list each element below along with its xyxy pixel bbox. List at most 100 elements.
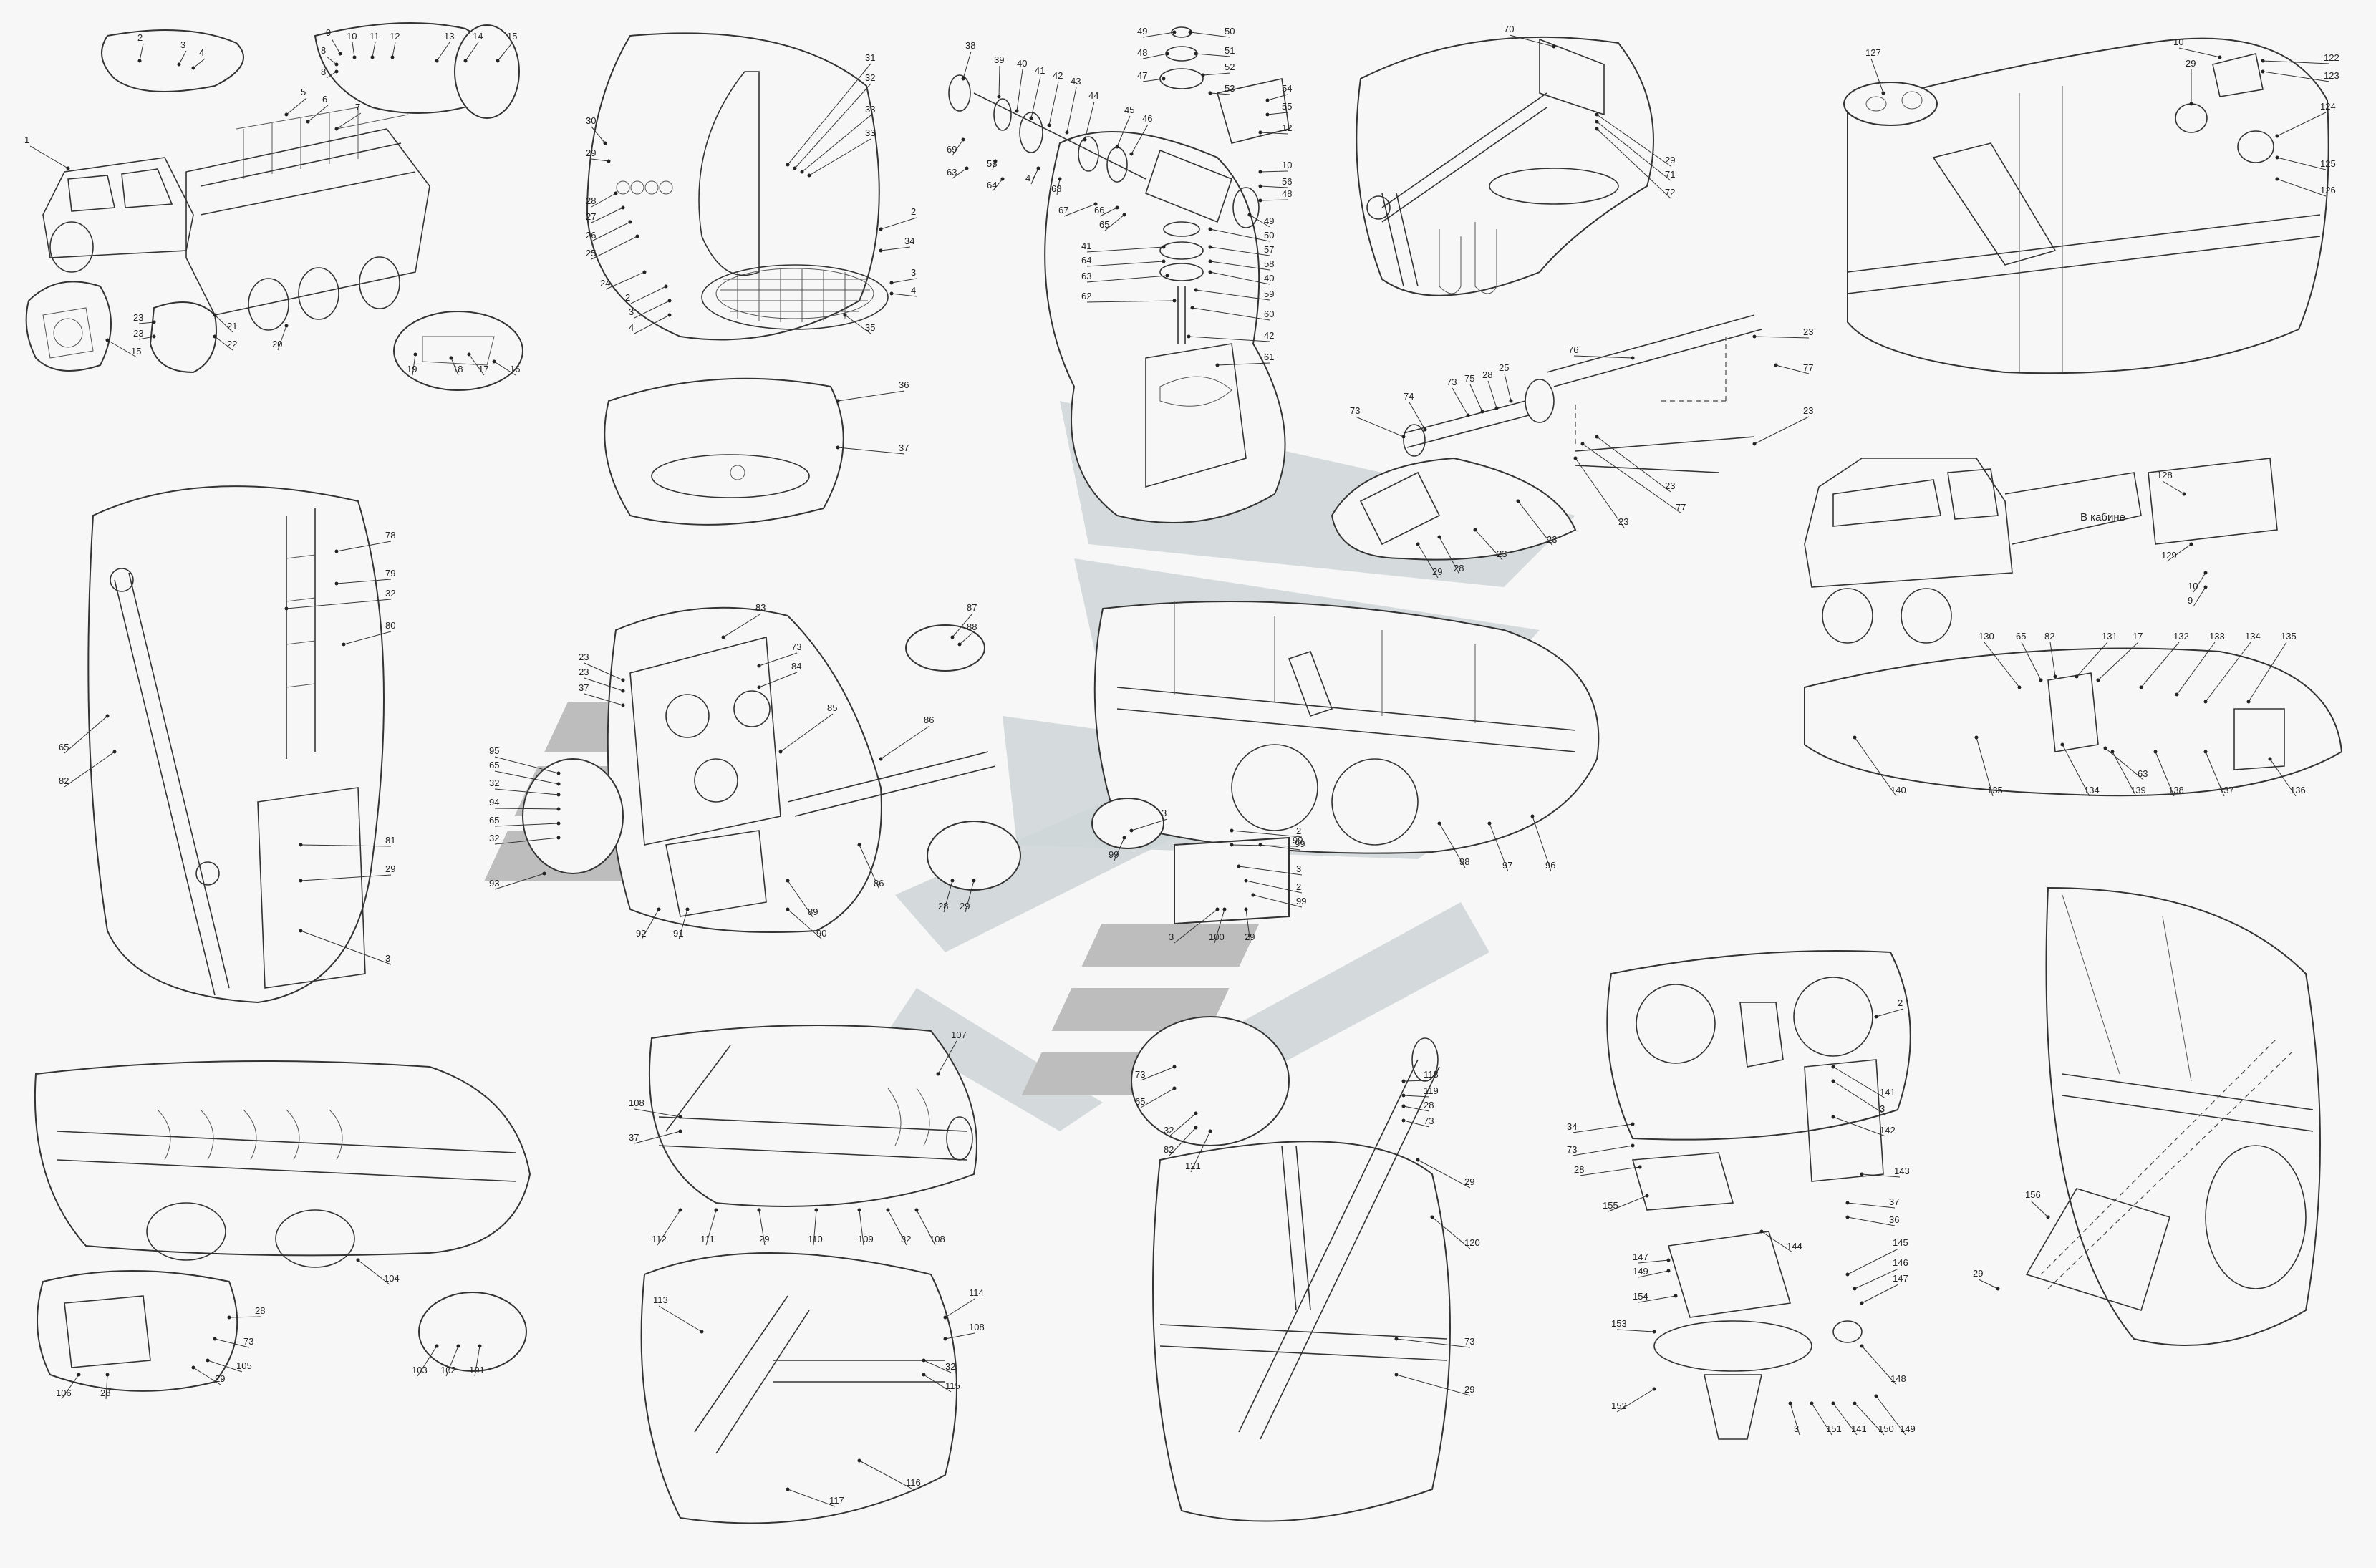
leader-line xyxy=(959,632,973,645)
leader-dot xyxy=(1874,1015,1878,1019)
callout-number: 32 xyxy=(489,778,499,788)
callout-number: 108 xyxy=(629,1098,644,1108)
leader-line xyxy=(29,145,69,169)
leader-line xyxy=(494,837,559,845)
leader-line xyxy=(1214,909,1225,944)
callout-number: 31 xyxy=(865,52,875,63)
leader-dot xyxy=(1645,1194,1649,1198)
leader-dot xyxy=(1595,127,1599,131)
callout-number: 57 xyxy=(1264,244,1274,255)
callout-number: 20 xyxy=(272,339,282,349)
callout-number: 73 xyxy=(243,1336,253,1347)
leader-line xyxy=(2262,60,2330,64)
callout-number: 107 xyxy=(951,1030,967,1040)
leader-dot xyxy=(2103,746,2107,750)
leader-line xyxy=(880,246,911,251)
callout-number: 65 xyxy=(59,742,69,752)
callout-number: 29 xyxy=(586,147,596,158)
leader-line xyxy=(657,1209,681,1246)
leader-dot xyxy=(628,220,632,224)
leader-dot xyxy=(1258,130,1262,135)
leader-dot xyxy=(1494,406,1499,410)
leader-line xyxy=(813,1209,817,1246)
leader-line xyxy=(1267,94,1288,101)
leader-line xyxy=(1192,307,1270,321)
callout-number: 36 xyxy=(899,379,909,390)
callout-number: 29 xyxy=(1245,931,1255,942)
leader-dot xyxy=(1237,864,1241,868)
callout-number: 137 xyxy=(2218,785,2234,795)
callout-number: 58 xyxy=(987,158,997,169)
callout-number: 39 xyxy=(994,54,1004,65)
callout-number: 129 xyxy=(2161,550,2177,561)
leader-dot xyxy=(284,324,289,328)
leader-line xyxy=(336,541,392,552)
leader-line xyxy=(1195,53,1231,57)
leader-line xyxy=(1638,1270,1669,1278)
leader-line xyxy=(1016,69,1023,112)
leader-line xyxy=(1861,1284,1899,1304)
leader-dot xyxy=(2203,750,2208,754)
callout-number: 65 xyxy=(2016,631,2026,642)
leader-line xyxy=(1099,207,1118,217)
leader-line xyxy=(758,672,798,688)
callout-number: 80 xyxy=(385,620,395,631)
leader-line xyxy=(1517,500,1553,546)
leader-line xyxy=(1875,1008,1904,1017)
callout-number: 28 xyxy=(100,1388,110,1398)
leader-dot xyxy=(1874,1394,1878,1398)
leader-dot xyxy=(922,1373,926,1377)
leader-line xyxy=(937,1040,957,1075)
callout-number: 122 xyxy=(2324,52,2339,63)
callout-number: 140 xyxy=(1890,785,1906,795)
callout-number: 111 xyxy=(700,1234,715,1244)
callout-number: 40 xyxy=(1264,273,1274,284)
leader-dot xyxy=(886,1208,890,1212)
leader-dot xyxy=(1652,1330,1656,1334)
leader-dot xyxy=(1437,821,1441,826)
leader-dot xyxy=(334,581,339,586)
leader-dot xyxy=(1115,145,1119,149)
leader-line xyxy=(357,1259,390,1285)
callout-number: 2 xyxy=(911,206,916,217)
leader-dot xyxy=(1652,1387,1656,1391)
callout-number: 134 xyxy=(2245,631,2261,642)
leader-dot xyxy=(1194,288,1198,292)
leader-dot xyxy=(105,338,110,342)
leader-line xyxy=(1086,246,1164,253)
callout-number: 100 xyxy=(1209,931,1225,942)
callout-number: 37 xyxy=(579,682,589,693)
callout-number: 23 xyxy=(1803,326,1813,337)
leader-dot xyxy=(1122,213,1126,217)
leader-line xyxy=(2166,543,2192,562)
leader-dot xyxy=(2275,155,2279,160)
callout-number: 23 xyxy=(1497,548,1507,559)
callout-number: 86 xyxy=(874,878,884,889)
leader-dot xyxy=(1015,109,1019,113)
leader-dot xyxy=(463,59,468,63)
leader-line xyxy=(1056,178,1061,195)
leader-line xyxy=(214,314,233,333)
callout-number: 4 xyxy=(629,322,634,333)
leader-dot xyxy=(370,55,375,59)
callout-number: 87 xyxy=(967,602,977,613)
callout-number: 2 xyxy=(1898,997,1903,1008)
leader-dot xyxy=(757,1208,761,1212)
leader-dot xyxy=(678,1115,682,1119)
leader-dot xyxy=(879,248,883,253)
leader-dot xyxy=(943,1315,947,1320)
leader-line xyxy=(1140,1088,1175,1108)
leader-line xyxy=(1847,1216,1896,1226)
leader-dot xyxy=(213,313,217,317)
leader-dot xyxy=(807,173,811,178)
leader-dot xyxy=(1860,1344,1864,1348)
callout-number: 42 xyxy=(1053,70,1063,81)
leader-dot xyxy=(1853,1287,1857,1291)
callout-number: 145 xyxy=(1893,1237,1908,1248)
callout-number: 60 xyxy=(1264,309,1274,319)
leader-dot xyxy=(1788,1401,1792,1405)
leader-line xyxy=(1976,737,1994,797)
leader-line xyxy=(1403,1080,1430,1082)
leader-dot xyxy=(334,127,339,131)
callout-number: 29 xyxy=(385,863,395,874)
